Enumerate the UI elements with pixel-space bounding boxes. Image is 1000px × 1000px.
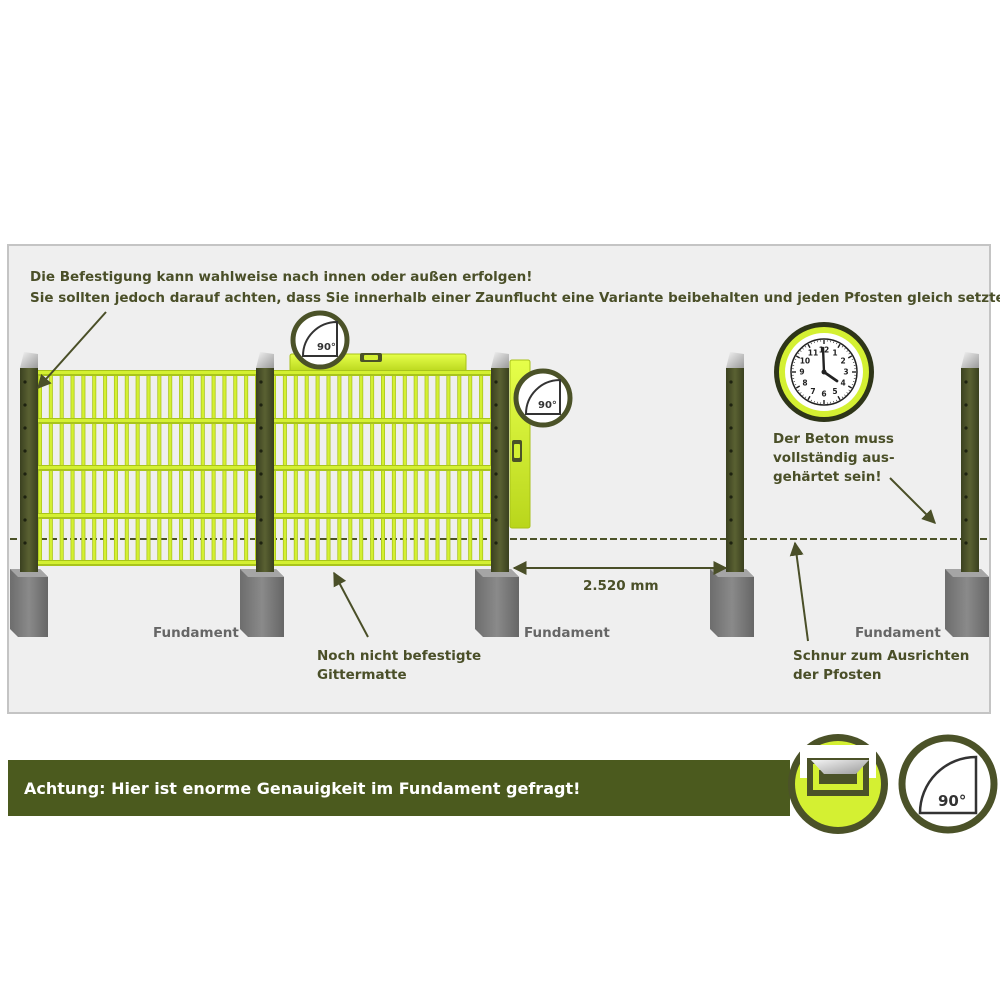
fence-post-4 [726, 352, 744, 572]
fundament-label-2: Fundament [524, 625, 610, 641]
foundation-4 [710, 569, 754, 637]
note-pointer-arrow [37, 311, 107, 390]
warning-banner [8, 760, 790, 816]
fundament-label-3: Fundament [855, 625, 941, 641]
schnur-label-2: der Pfosten [793, 667, 881, 683]
clock-number: 2 [840, 357, 845, 366]
right-angle-badge-2: 90° [513, 368, 573, 428]
fence-post-3 [491, 352, 509, 572]
foundation-2 [240, 569, 284, 637]
foundation-3 [475, 569, 519, 637]
distance-label: 2.520 mm [583, 578, 659, 594]
fence-panel-2 [272, 370, 494, 566]
right-angle-badge-1: 90° [290, 310, 350, 370]
schnur-pointer-arrow [789, 541, 809, 642]
fence-post-5 [961, 352, 979, 572]
clock-number: 6 [821, 390, 826, 399]
clock-number: 8 [802, 379, 807, 388]
note-line-2: Sie sollten jedoch darauf achten, dass S… [30, 290, 1000, 306]
foundation-5 [945, 569, 989, 637]
beton-label-2: vollständig aus- [773, 450, 895, 466]
beton-label-1: Der Beton muss [773, 431, 894, 447]
foundation-1 [10, 569, 48, 637]
clock-number: 11 [808, 349, 818, 358]
fence-post-2 [256, 352, 274, 572]
clock-number: 3 [843, 368, 848, 377]
clock-icon: 121234567891011 [774, 322, 874, 422]
fundament-label-1: Fundament [153, 625, 239, 641]
clock-number: 4 [840, 379, 845, 388]
clock-number: 1 [832, 349, 837, 358]
gitter-pointer-arrow [333, 571, 369, 638]
svg-text:90°: 90° [938, 792, 966, 810]
schnur-label-1: Schnur zum Ausrichten [793, 648, 969, 664]
beton-pointer-arrow [889, 477, 936, 524]
clock-number: 5 [832, 387, 837, 396]
fence-post-1 [20, 352, 38, 572]
clock-number: 7 [810, 387, 815, 396]
svg-text:90°: 90° [538, 400, 557, 411]
beton-label-3: gehärtet sein! [773, 469, 882, 485]
fence-panel-1 [38, 370, 259, 566]
right-angle-badge-3: 90° [898, 734, 998, 834]
clock-number: 9 [799, 368, 804, 377]
svg-text:90°: 90° [317, 342, 336, 353]
gitter-label-1: Noch nicht befestigte [317, 648, 481, 664]
warning-banner-text: Achtung: Hier ist enorme Genauigkeit im … [24, 779, 580, 798]
gitter-label-2: Gittermatte [317, 667, 407, 683]
note-line-1: Die Befestigung kann wahlweise nach inne… [30, 269, 532, 285]
post-profile-icon [788, 734, 888, 834]
clock-number: 10 [800, 357, 810, 366]
